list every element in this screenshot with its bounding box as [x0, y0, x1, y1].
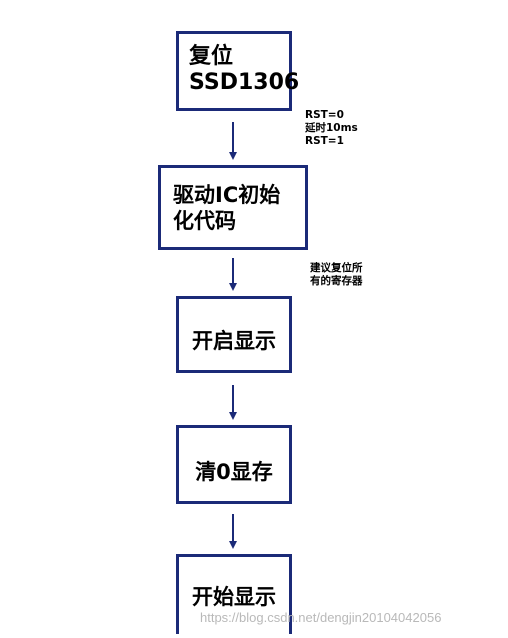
step-label: 驱动IC初始 化代码 [173, 183, 281, 233]
step-display-on: 开启显示 [176, 296, 292, 373]
step-label: 清0显存 [195, 460, 273, 484]
step-reset-ssd1306: 复位 SSD1306 [176, 31, 299, 111]
step-clear-gram: 清0显存 [176, 425, 292, 504]
step-label: 复位 SSD1306 [189, 44, 300, 95]
annotation-reset-registers: 建议复位所 有的寄存器 [310, 262, 363, 287]
step-driver-ic-init: 驱动IC初始 化代码 [158, 165, 308, 250]
annotation-reset-timing: RST=0 延时10ms RST=1 [305, 109, 358, 147]
step-label: 开始显示 [192, 585, 276, 609]
step-label: 开启显示 [192, 329, 276, 353]
watermark: https://blog.csdn.net/dengjin20104042056 [200, 610, 442, 625]
step-start-display: 开始显示 [176, 554, 292, 634]
